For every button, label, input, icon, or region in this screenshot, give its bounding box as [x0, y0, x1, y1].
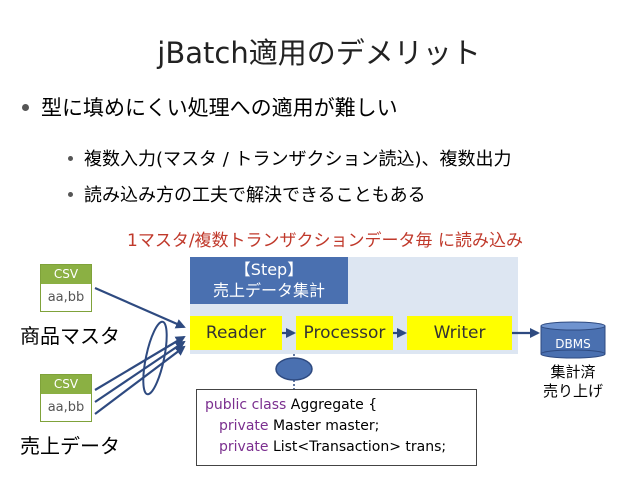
code-text: List<Transaction> trans;: [268, 439, 447, 455]
bullet-dot-icon: [22, 103, 29, 111]
csv-file-master-body: aa,bb: [47, 290, 85, 305]
slide-title: jBatch適用のデメリット: [157, 36, 481, 70]
arrow-master-to-reader: [94, 286, 186, 329]
code-text: Master master;: [268, 418, 380, 434]
code-line-3: private List<Transaction> trans;: [205, 437, 468, 458]
code-keyword: private: [219, 418, 269, 434]
step-header: 【Step】 売上データ集計: [190, 257, 348, 304]
aggregate-code-box: public class Aggregate { private Master …: [196, 389, 477, 466]
code-line-1: public class Aggregate {: [205, 395, 468, 416]
reader-box: Reader: [190, 316, 282, 350]
csv-file-master-header: CSV: [41, 265, 91, 284]
step-header-line1: 【Step】: [234, 260, 304, 279]
arrow-sales-to-reader-2: [94, 340, 186, 403]
bullet-dot-icon: [68, 191, 73, 197]
step-header-line2: 売上データ集計: [212, 281, 325, 300]
code-keyword: public class: [205, 397, 287, 413]
bullet-sub-1-text: 複数入力(マスタ / トランザクション読込)、複数出力: [84, 149, 512, 170]
code-text: Aggregate {: [286, 397, 378, 413]
csv-file-sales-header: CSV: [41, 375, 91, 394]
bullet-dot-icon: [68, 155, 73, 161]
processor-box: Processor: [296, 316, 393, 350]
dbms-label: DBMS: [555, 337, 591, 351]
code-keyword: private: [219, 439, 269, 455]
csv-file-master: CSV aa,bb: [40, 264, 92, 312]
dbms-caption-line1: 集計済: [550, 363, 596, 381]
bullet-main-text: 型に填めにくい処理への適用が難しい: [41, 96, 398, 120]
aggregate-callout-blob: [275, 357, 313, 381]
csv-file-sales-body: aa,bb: [47, 400, 85, 415]
sales-data-label: 売上データ: [20, 434, 120, 458]
dbms-caption-line2: 売り上げ: [542, 382, 603, 400]
code-line-2: private Master master;: [205, 416, 468, 437]
database-icon: [540, 321, 606, 359]
product-master-label: 商品マスタ: [20, 324, 120, 348]
bullet-sub-2-text: 読み込み方の工夫で解決できることもある: [84, 185, 426, 206]
arrow-sales-to-reader-3: [94, 345, 186, 415]
dbms-caption: 集計済 売り上げ: [530, 363, 616, 401]
bullet-sub-2: 読み込み方の工夫で解決できることもある: [68, 181, 426, 207]
read-strategy-note: 1マスタ/複数トランザクションデータ毎 に読み込み: [127, 231, 523, 251]
grouping-ellipse: [142, 320, 168, 396]
csv-file-sales: CSV aa,bb: [40, 374, 92, 422]
bullet-sub-1: 複数入力(マスタ / トランザクション読込)、複数出力: [68, 145, 512, 171]
arrow-sales-to-reader-1: [94, 335, 186, 391]
writer-box: Writer: [407, 316, 512, 350]
bullet-main: 型に填めにくい処理への適用が難しい: [22, 92, 398, 122]
